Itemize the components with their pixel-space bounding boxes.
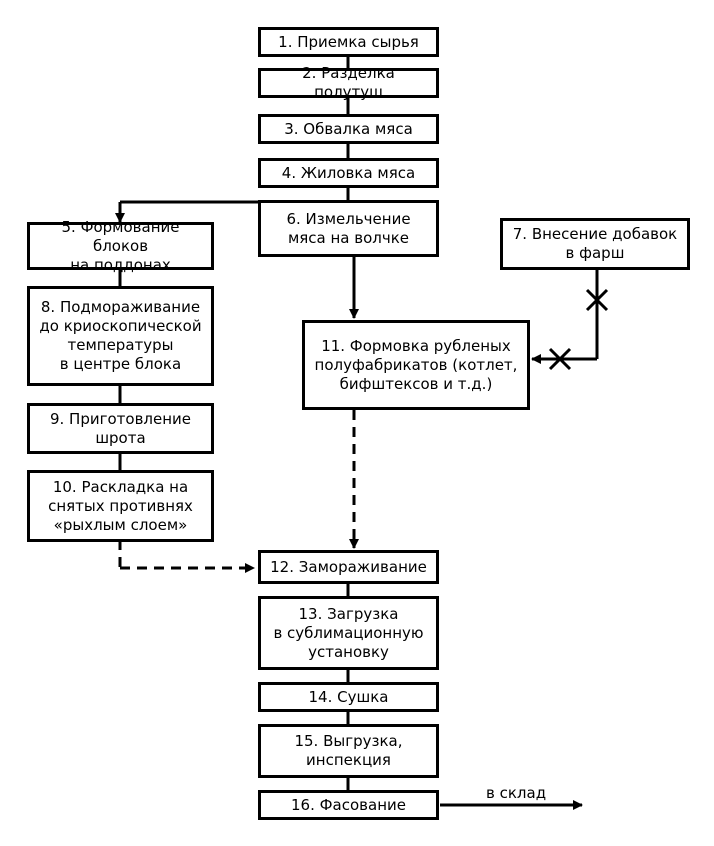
step-1-box: 1. Приемка сырья <box>258 27 439 57</box>
step-4-box: 4. Жиловка мяса <box>258 158 439 188</box>
step-10-box: 10. Раскладка на снятых противнях «рыхлы… <box>27 470 214 542</box>
step-15-box: 15. Выгрузка, инспекция <box>258 724 439 778</box>
step-14-box: 14. Сушка <box>258 682 439 712</box>
step-3-box: 3. Обвалка мяса <box>258 114 439 144</box>
cross-mark-horizontal-b <box>548 347 572 371</box>
cross-mark-vertical-b <box>585 288 609 312</box>
step-9-box: 9. Приготовление шрота <box>27 403 214 454</box>
step-12-box: 12. Замораживание <box>258 550 439 584</box>
step-7-box: 7. Внесение добавок в фарш <box>500 218 690 270</box>
step-6-box: 6. Измельчение мяса на волчке <box>258 200 439 257</box>
step-13-box: 13. Загрузка в сублимационную установку <box>258 596 439 670</box>
step-8-box: 8. Подмораживание до криоскопической тем… <box>27 286 214 386</box>
step-11-box: 11. Формовка рубленых полуфабрикатов (ко… <box>302 320 530 410</box>
step-2-box: 2. Разделка полутуш <box>258 64 439 101</box>
output-label: в склад <box>486 784 547 802</box>
step-16-box: 16. Фасование <box>258 790 439 820</box>
step-5-box: 5. Формование блоков на поддонах <box>27 218 214 274</box>
